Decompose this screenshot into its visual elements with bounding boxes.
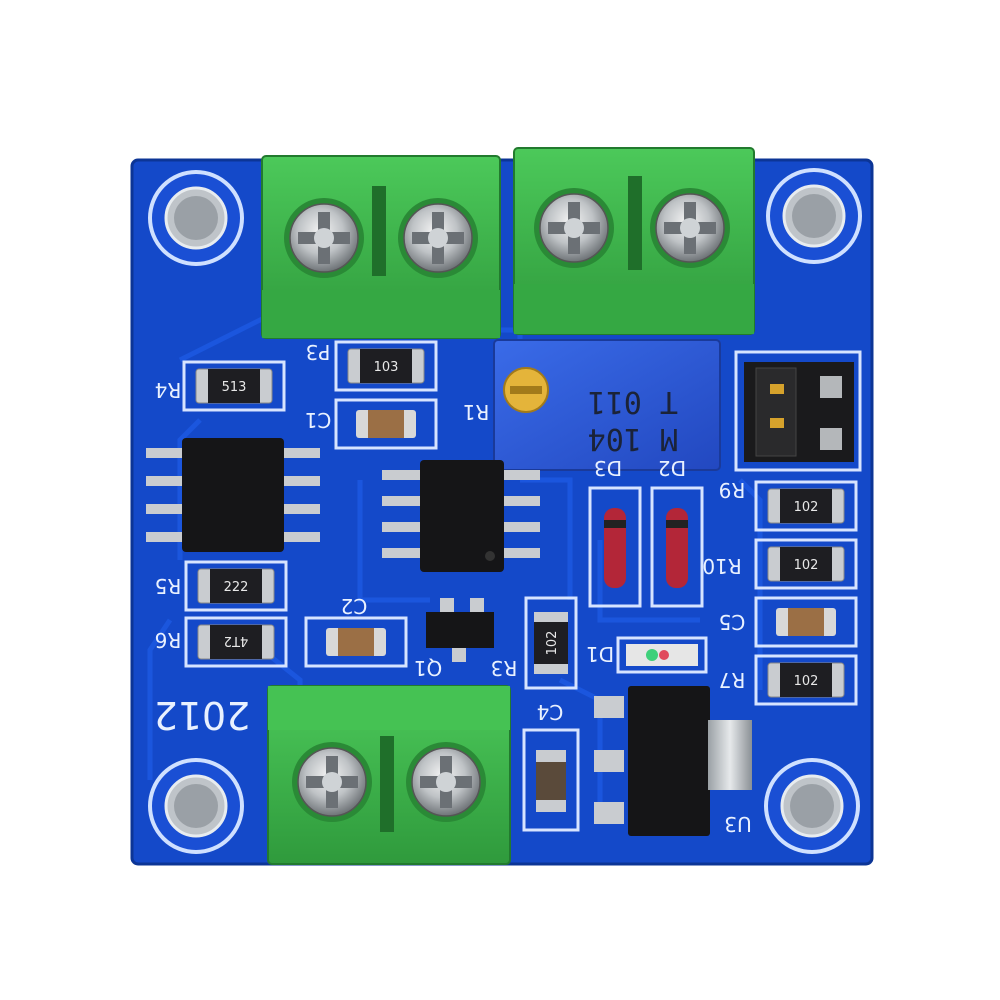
resistor-code: 103 xyxy=(374,360,399,375)
label-q1: Q1 xyxy=(414,656,442,680)
resistor-r9: 102 xyxy=(754,480,858,532)
resistor-code: 513 xyxy=(222,380,247,395)
screw-icon xyxy=(649,187,731,269)
label-u3: U3 xyxy=(724,812,751,836)
label-p3: P3 xyxy=(306,340,331,364)
label-year: 2012 xyxy=(154,693,251,737)
resistor-r8: 102 xyxy=(524,596,578,690)
resistor-r3: 103 xyxy=(334,340,438,392)
diode-d2 xyxy=(650,486,704,608)
resistor-r5: 222 xyxy=(184,560,288,612)
screw-icon xyxy=(283,197,365,279)
label-d1: D1 xyxy=(586,642,614,666)
terminal-block-top-right xyxy=(513,147,755,335)
screw-icon xyxy=(533,187,615,269)
resistor-code: 222 xyxy=(224,580,249,595)
mount-hole-bottom-right xyxy=(764,758,860,854)
capacitor-c4 xyxy=(522,728,580,832)
label-r6: R6 xyxy=(155,628,182,652)
label-d2: D2 xyxy=(658,456,686,480)
diode-d3 xyxy=(588,486,642,608)
resistor-code: 4T2 xyxy=(224,633,248,648)
resistor-r4: 513 xyxy=(182,360,286,412)
pot-marking-line2: T 011 xyxy=(588,384,678,419)
terminal-block-bottom xyxy=(267,685,511,865)
label-d3: D3 xyxy=(594,456,622,480)
resistor-code: 102 xyxy=(545,631,560,656)
label-r10: R10 xyxy=(702,554,741,578)
terminal-block-top-left xyxy=(261,155,501,339)
voltage-regulator-u3 xyxy=(594,686,752,836)
screw-icon xyxy=(397,197,479,279)
transistor-q1 xyxy=(426,598,494,662)
resistor-code: 102 xyxy=(794,558,819,573)
resistor-r6: 4T2 xyxy=(184,616,288,668)
label-r3: R3 xyxy=(491,656,518,680)
label-c4: C4 xyxy=(537,700,564,724)
label-c1: C1 xyxy=(305,408,332,432)
pot-marking-line1: M 104 xyxy=(588,421,678,456)
label-r1: R1 xyxy=(463,400,490,424)
jumper-header xyxy=(734,350,862,472)
mount-hole-top-right xyxy=(766,168,862,264)
label-r7: R7 xyxy=(719,668,746,692)
screw-icon xyxy=(405,741,487,823)
resistor-code: 102 xyxy=(794,674,819,689)
mount-hole-top-left xyxy=(148,170,244,266)
screw-icon xyxy=(291,741,373,823)
resistor-r10: 102 xyxy=(754,538,858,590)
silkscreen-labels: R4 R5 R6 P3 C1 R1 C2 Q1 R3 C4 D3 D2 D1 R… xyxy=(154,340,752,836)
mount-hole-bottom-left xyxy=(148,758,244,854)
potentiometer: M 104 T 011 xyxy=(493,339,721,471)
label-r9: R9 xyxy=(719,478,746,502)
ic-soic8-center xyxy=(382,460,540,572)
label-c2: C2 xyxy=(341,594,368,618)
label-r4: R4 xyxy=(155,378,182,402)
ic-soic8-left xyxy=(146,438,320,552)
resistor-r7: 102 xyxy=(754,654,858,706)
label-c5: C5 xyxy=(719,610,746,634)
led-d1 xyxy=(616,636,708,674)
resistor-code: 102 xyxy=(794,500,819,515)
label-r5: R5 xyxy=(155,574,182,598)
